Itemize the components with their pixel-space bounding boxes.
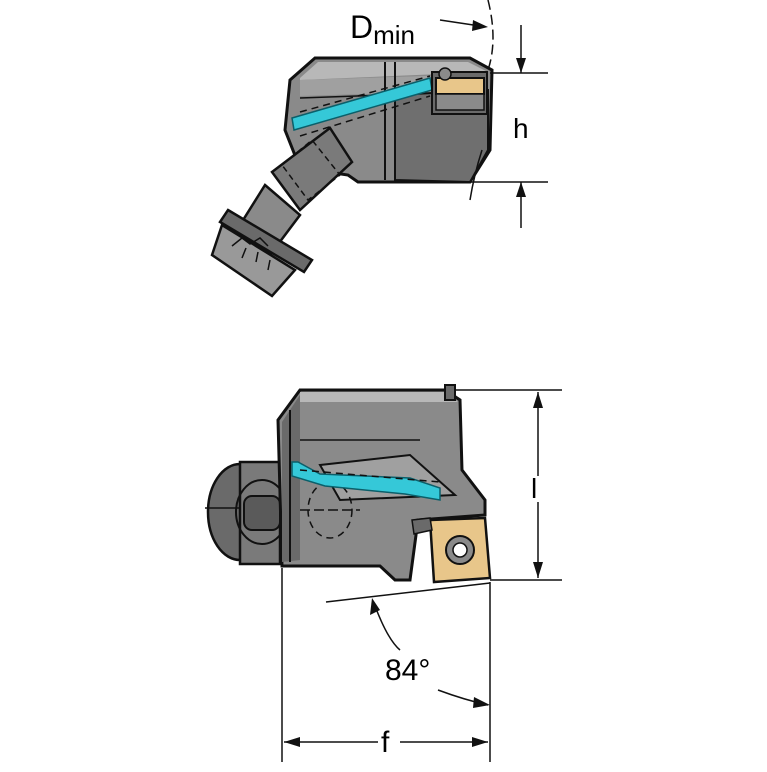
angle-label: 84°	[385, 654, 430, 687]
dimension-l: l	[455, 389, 562, 581]
top-view: h Dmin	[210, 0, 548, 298]
dmin-label-main: D	[350, 9, 373, 45]
front-view: l 84° f	[205, 384, 562, 762]
top-insert	[431, 67, 488, 115]
dmin-label-sub: min	[373, 20, 415, 50]
f-label: f	[381, 726, 390, 759]
dimension-angle: 84°	[325, 582, 491, 708]
dimension-h: h	[470, 25, 548, 228]
l-label: l	[531, 473, 537, 504]
dimension-dmin: Dmin	[350, 0, 494, 201]
front-coolant-channel	[291, 461, 441, 501]
dimension-f: f	[281, 568, 491, 762]
dmin-label: Dmin	[350, 9, 415, 50]
front-insert	[411, 516, 492, 584]
front-adapter	[205, 460, 289, 566]
top-shank	[210, 126, 354, 298]
h-label: h	[513, 113, 529, 144]
